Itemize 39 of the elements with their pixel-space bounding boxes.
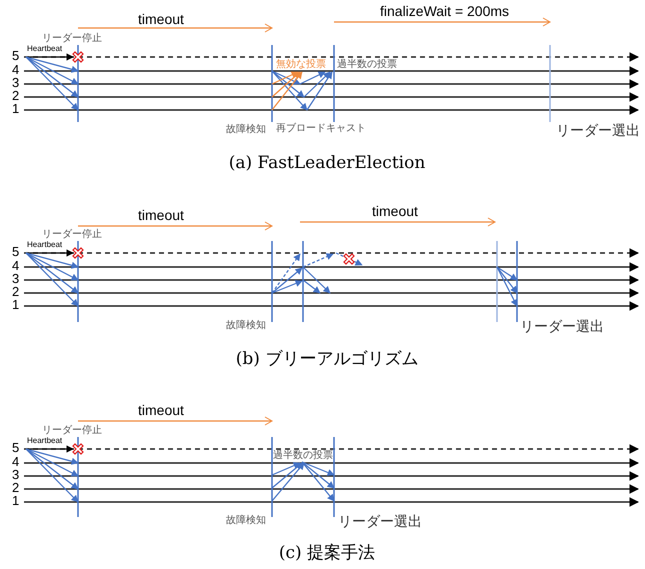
- lane-number: 1: [12, 494, 20, 507]
- event-label: リーダー選出: [556, 123, 640, 137]
- lane-number: 2: [12, 89, 20, 102]
- timeout-label: timeout: [138, 403, 184, 417]
- lane-number: 5: [12, 245, 20, 258]
- lane-number: 3: [12, 76, 20, 89]
- subfigure-caption: (b) ブリーアルゴリズム: [236, 351, 418, 368]
- subfigure-caption: (a) FastLeaderElection: [228, 155, 426, 172]
- timeout-label: timeout: [138, 208, 184, 222]
- timeout-label: timeout: [138, 12, 184, 26]
- event-label: 故障検知: [226, 516, 266, 526]
- lane-number: 4: [12, 63, 20, 76]
- event-label: 故障検知: [226, 321, 266, 331]
- lane-number: 2: [12, 481, 20, 494]
- message-label: Heartbeat: [27, 241, 62, 249]
- lane-number: 5: [12, 441, 20, 454]
- event-label: リーダー停止: [42, 230, 102, 240]
- message-label: Heartbeat: [27, 437, 62, 445]
- message-label: Heartbeat: [27, 45, 62, 53]
- vote-label: 過半数の投票: [337, 60, 397, 70]
- vote-label: 過半数の投票: [273, 451, 333, 461]
- event-label: 故障検知: [226, 125, 266, 135]
- vote-label: 無効な投票: [276, 60, 326, 70]
- event-label: リーダー選出: [338, 514, 422, 528]
- lane-number: 1: [12, 102, 20, 115]
- lane-number: 3: [12, 468, 20, 481]
- subfigure-caption: (c) 提案手法: [278, 545, 376, 562]
- lane-number: 4: [12, 455, 20, 468]
- lane-number: 1: [12, 298, 20, 311]
- lane-number: 5: [12, 49, 20, 62]
- event-label: リーダー選出: [520, 319, 604, 333]
- lane-number: 2: [12, 285, 20, 298]
- event-label: 再ブロードキャスト: [276, 124, 366, 134]
- duration-label: finalizeWait = 200ms: [380, 4, 510, 18]
- lane-number: 3: [12, 272, 20, 285]
- timeout-label: timeout: [372, 204, 418, 218]
- event-label: リーダー停止: [42, 426, 102, 436]
- lane-number: 4: [12, 259, 20, 272]
- event-label: リーダー停止: [42, 34, 102, 44]
